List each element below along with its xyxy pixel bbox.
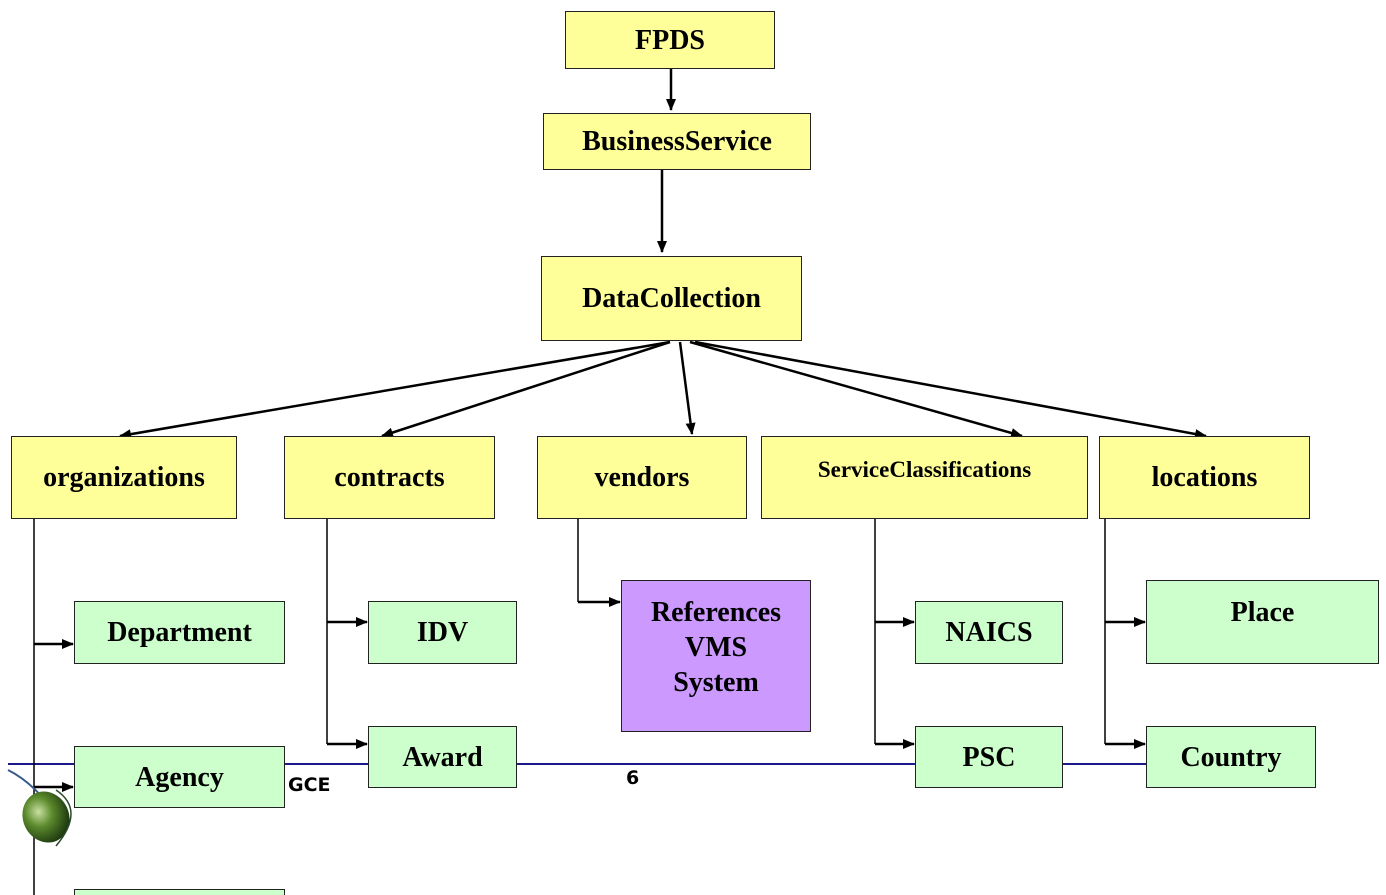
node-contracts-label: contracts xyxy=(334,462,445,493)
node-psc[interactable]: PSC xyxy=(915,726,1063,788)
node-place[interactable]: Place xyxy=(1146,580,1379,664)
node-organizations-label: organizations xyxy=(43,462,205,493)
node-businessservice-label: BusinessService xyxy=(582,126,772,157)
node-award[interactable]: Award xyxy=(368,726,517,788)
node-idv-label: IDV xyxy=(416,617,469,648)
node-country[interactable]: Country xyxy=(1146,726,1316,788)
node-references-vms-label: References VMS System xyxy=(650,597,782,698)
node-naics-label: NAICS xyxy=(945,617,1033,648)
node-naics[interactable]: NAICS xyxy=(915,601,1063,664)
node-department-label: Department xyxy=(107,617,252,648)
node-serviceclassifications-label: ServiceClassifications xyxy=(817,457,1032,482)
node-serviceclassifications[interactable]: ServiceClassifications xyxy=(761,436,1088,519)
node-vendors-label: vendors xyxy=(594,462,690,493)
node-award-label: Award xyxy=(402,741,483,773)
node-references-vms[interactable]: References VMS System xyxy=(621,580,811,732)
arrow-datacollection-to-organizations xyxy=(119,340,671,440)
node-agency[interactable]: Agency xyxy=(74,746,285,808)
node-datacollection[interactable]: DataCollection xyxy=(541,256,802,341)
node-fpds[interactable]: FPDS xyxy=(565,11,775,69)
arrow-datacollection-to-serviceclassifications xyxy=(689,340,1023,438)
node-datacollection-label: DataCollection xyxy=(582,283,761,314)
arrow-datacollection-to-locations xyxy=(694,340,1207,439)
node-locations[interactable]: locations xyxy=(1099,436,1310,519)
footer-org-label: GCE xyxy=(288,774,331,796)
footer-page-number: 6 xyxy=(626,767,640,789)
node-organizations[interactable]: organizations xyxy=(11,436,237,519)
node-psc-label: PSC xyxy=(962,741,1016,773)
arrow-datacollection-to-contracts xyxy=(381,340,671,438)
node-partial-cutoff xyxy=(74,889,285,895)
node-country-label: Country xyxy=(1180,741,1282,773)
node-businessservice[interactable]: BusinessService xyxy=(543,113,811,170)
node-locations-label: locations xyxy=(1151,462,1258,493)
arrow-datacollection-to-vendors xyxy=(678,341,696,435)
node-fpds-label: FPDS xyxy=(635,24,705,56)
node-place-label: Place xyxy=(1230,597,1295,628)
globe-logo-icon xyxy=(7,769,72,847)
node-vendors[interactable]: vendors xyxy=(537,436,747,519)
node-idv[interactable]: IDV xyxy=(368,601,517,664)
node-department[interactable]: Department xyxy=(74,601,285,664)
node-agency-label: Agency xyxy=(135,761,224,793)
node-contracts[interactable]: contracts xyxy=(284,436,495,519)
